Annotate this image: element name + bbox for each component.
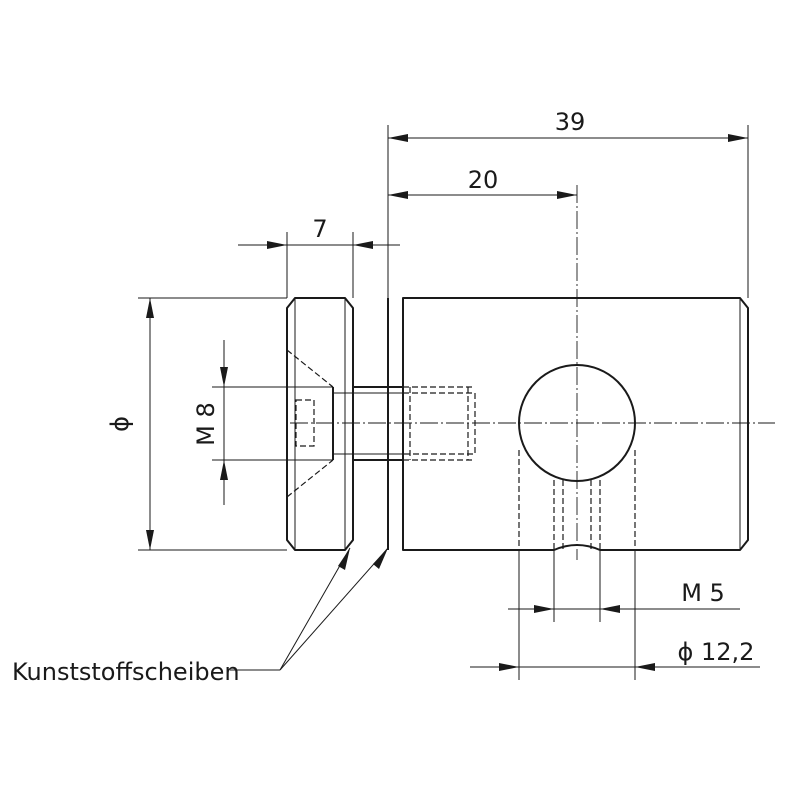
- dimension-m5: M 5: [508, 550, 740, 622]
- disc-countersink-hidden: [286, 349, 334, 498]
- dimension-disc-diameter: ϕ: [106, 297, 287, 551]
- dim-7-text: 7: [312, 215, 327, 243]
- arrow-7-right: [353, 241, 373, 249]
- arrow-39-left: [388, 134, 408, 142]
- dimension-m8: M 8: [192, 340, 333, 505]
- dim-dia-text: ϕ: [106, 416, 134, 432]
- disc-outline: [286, 297, 354, 551]
- washer-leader: Kunststoffscheiben: [12, 547, 389, 686]
- dimension-20: 20: [388, 166, 577, 199]
- arrow-m8-bottom: [220, 460, 228, 480]
- arrow-7-left: [267, 241, 287, 249]
- dim-hole-text: ϕ 12,2: [678, 638, 755, 666]
- washer-label: Kunststoffscheiben: [12, 658, 240, 686]
- leader-arrow-right: [373, 548, 388, 569]
- arrow-20-left: [388, 191, 408, 199]
- main-body: [402, 297, 749, 551]
- dim-20-text: 20: [468, 166, 499, 194]
- dim-39-text: 39: [555, 108, 586, 136]
- dim-m5-text: M 5: [681, 579, 725, 607]
- arrow-39-right: [728, 134, 748, 142]
- arrow-m5-left: [534, 605, 554, 613]
- arrow-m8-top: [220, 367, 228, 387]
- arrow-m5-right: [600, 605, 620, 613]
- dimension-39: 39: [387, 108, 749, 298]
- arrow-hole-left: [499, 663, 519, 671]
- leader-to-right-washer: [279, 547, 389, 671]
- cross-hole: [518, 364, 636, 482]
- dimension-7: 7: [238, 215, 400, 298]
- body-thread-hidden: [403, 386, 476, 461]
- clamp-disc: [286, 297, 354, 551]
- arrow-20-right: [557, 191, 577, 199]
- center-lines: [290, 185, 775, 560]
- dimension-hole-diameter: ϕ 12,2: [470, 550, 760, 680]
- disc-socket-hidden: [295, 399, 315, 447]
- leader-to-left-washer: [279, 547, 351, 671]
- body-outline: [402, 297, 749, 551]
- leader-arrow-left: [338, 548, 350, 570]
- dim-m8-text: M 8: [192, 402, 220, 446]
- arrow-dia-top: [146, 298, 154, 318]
- arrow-hole-right: [635, 663, 655, 671]
- arrow-dia-bottom: [146, 530, 154, 550]
- screw-shaft: [332, 386, 403, 461]
